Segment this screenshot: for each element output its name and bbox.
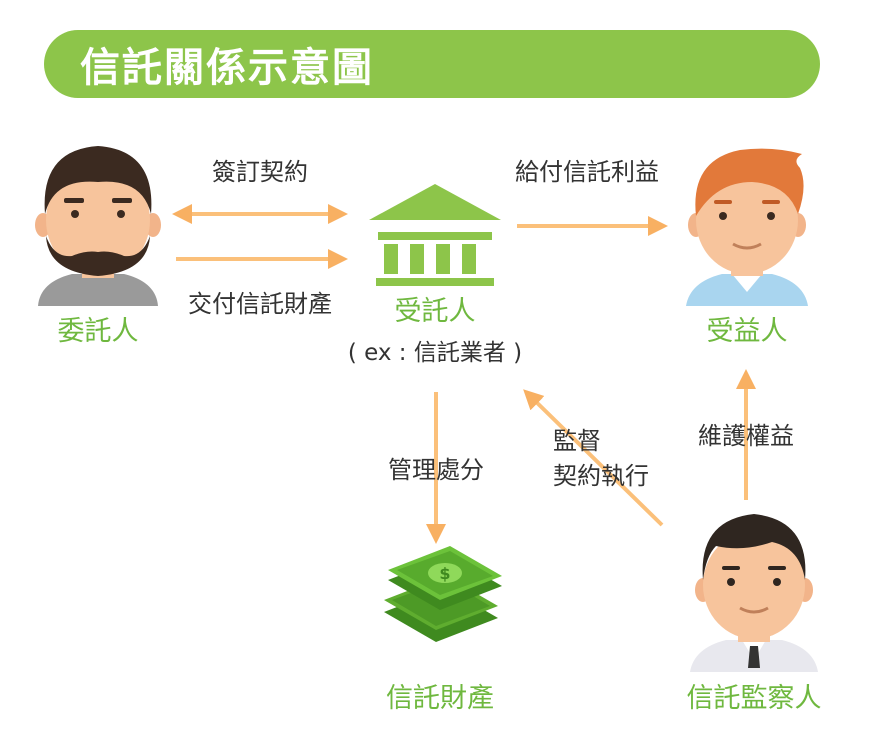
money-stack-icon: $ bbox=[384, 546, 502, 642]
node-label-beneficiary: 受益人 bbox=[706, 316, 788, 347]
edge-label-supervise-line1: 監督 bbox=[553, 427, 601, 455]
edge-label-protect-rights: 維護權益 bbox=[698, 422, 794, 450]
redhead-man-icon bbox=[686, 148, 808, 306]
node-label-trust-property: 信託財產 bbox=[386, 683, 494, 714]
arrow-supervise bbox=[523, 389, 664, 527]
edge-label-manage-dispose: 管理處分 bbox=[388, 456, 484, 484]
edge-label-pay-benefit: 給付信託利益 bbox=[515, 158, 659, 186]
title-banner: 信託關係示意圖 bbox=[44, 30, 820, 98]
suited-man-icon bbox=[690, 514, 818, 672]
node-label-settlor: 委託人 bbox=[57, 316, 139, 347]
svg-text:$: $ bbox=[439, 564, 450, 583]
bank-building-icon bbox=[369, 184, 501, 286]
node-label-supervisor: 信託監察人 bbox=[686, 683, 822, 714]
page-title: 信託關係示意圖 bbox=[80, 45, 374, 91]
edge-label-sign-contract: 簽訂契約 bbox=[212, 158, 308, 186]
bearded-man-icon bbox=[35, 146, 161, 306]
node-label-trustee: 受託人 bbox=[394, 296, 476, 327]
edge-label-deliver-property: 交付信託財產 bbox=[188, 290, 332, 318]
node-sublabel-trustee: ( ex : 信託業者 ) bbox=[347, 340, 523, 366]
edge-label-supervise-line2: 契約執行 bbox=[553, 462, 649, 490]
